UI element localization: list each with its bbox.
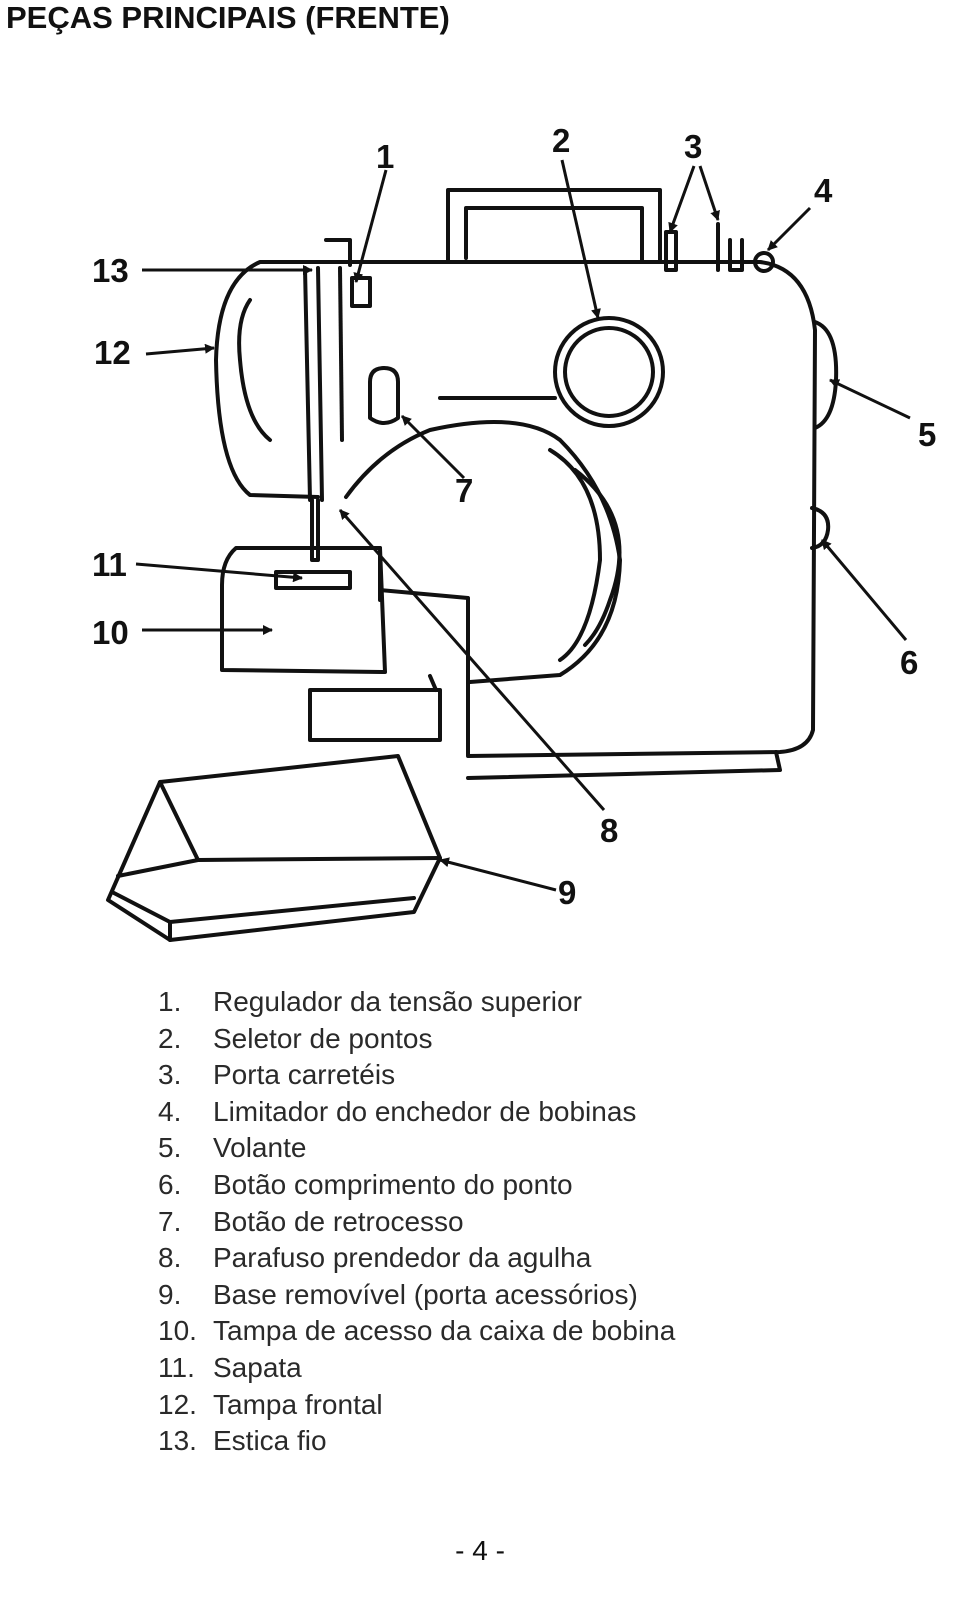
sewing-machine-diagram: 1 2 3 4 5 6 7 8 9 10 11 12 13 [0, 110, 960, 990]
list-item: 1. Regulador da tensão superior [158, 984, 675, 1021]
list-item-number: 8. [158, 1242, 182, 1274]
list-item-label: Tampa frontal [213, 1388, 383, 1420]
list-item-number: 9. [158, 1278, 182, 1310]
list-item-label: Estica fio [213, 1425, 327, 1457]
callout-5: 5 [918, 416, 936, 453]
list-item-label: Base removível (porta acessórios) [213, 1278, 638, 1310]
list-item: 12. Tampa frontal [158, 1387, 675, 1424]
list-item: 9. Base removível (porta acessórios) [158, 1277, 675, 1314]
list-item: 11. Sapata [158, 1350, 675, 1387]
list-item: 2. Seletor de pontos [158, 1021, 675, 1058]
callout-3: 3 [684, 128, 702, 165]
list-item-number: 2. [158, 1022, 182, 1054]
callout-11: 11 [92, 546, 127, 583]
list-item: 8. Parafuso prendedor da agulha [158, 1240, 675, 1277]
list-item-label: Seletor de pontos [213, 1022, 433, 1054]
list-item-number: 3. [158, 1059, 182, 1091]
list-item: 7. Botão de retrocesso [158, 1204, 675, 1241]
list-item: 4. Limitador do enchedor de bobinas [158, 1094, 675, 1131]
callout-10: 10 [92, 614, 129, 651]
list-item: 13. Estica fio [158, 1423, 675, 1460]
page-title: PEÇAS PRINCIPAIS (FRENTE) [6, 0, 450, 35]
list-item-number: 11. [158, 1351, 195, 1383]
list-item-label: Tampa de acesso da caixa de bobina [213, 1315, 676, 1347]
list-item: 10. Tampa de acesso da caixa de bobina [158, 1313, 675, 1350]
list-item-number: 6. [158, 1168, 182, 1200]
list-item-label: Botão comprimento do ponto [213, 1168, 573, 1200]
callout-6: 6 [900, 644, 918, 681]
list-item: 6. Botão comprimento do ponto [158, 1167, 675, 1204]
list-item: 5. Volante [158, 1130, 675, 1167]
sewing-machine-illustration: 1 2 3 4 5 6 7 8 9 10 11 12 13 [92, 122, 936, 942]
list-item-label: Porta carretéis [213, 1059, 396, 1091]
list-item-number: 12. [158, 1388, 197, 1420]
list-item-label: Botão de retrocesso [213, 1205, 464, 1237]
list-item-number: 5. [158, 1132, 182, 1164]
callout-13: 13 [92, 252, 129, 289]
list-item-number: 7. [158, 1205, 182, 1237]
callout-4: 4 [814, 172, 833, 209]
callout-8: 8 [600, 812, 618, 849]
callout-9: 9 [558, 874, 576, 911]
page-number: - 4 - [455, 1535, 505, 1566]
list-item-label: Limitador do enchedor de bobinas [213, 1095, 637, 1127]
list-item: 3. Porta carretéis [158, 1057, 675, 1094]
list-item-label: Volante [213, 1132, 307, 1164]
list-item-number: 1. [158, 986, 182, 1017]
list-item-label: Parafuso prendedor da agulha [213, 1242, 592, 1274]
callout-2: 2 [552, 122, 570, 159]
list-item-label: Regulador da tensão superior [213, 986, 582, 1017]
list-item-label: Sapata [213, 1351, 302, 1383]
list-item-number: 13. [158, 1425, 197, 1457]
callout-12: 12 [94, 334, 131, 371]
parts-list: 1. Regulador da tensão superior 2. Seletor… [158, 984, 675, 1460]
callout-1: 1 [376, 138, 394, 175]
list-item-number: 10. [158, 1315, 197, 1347]
list-item-number: 4. [158, 1095, 182, 1127]
callout-7: 7 [455, 472, 473, 509]
